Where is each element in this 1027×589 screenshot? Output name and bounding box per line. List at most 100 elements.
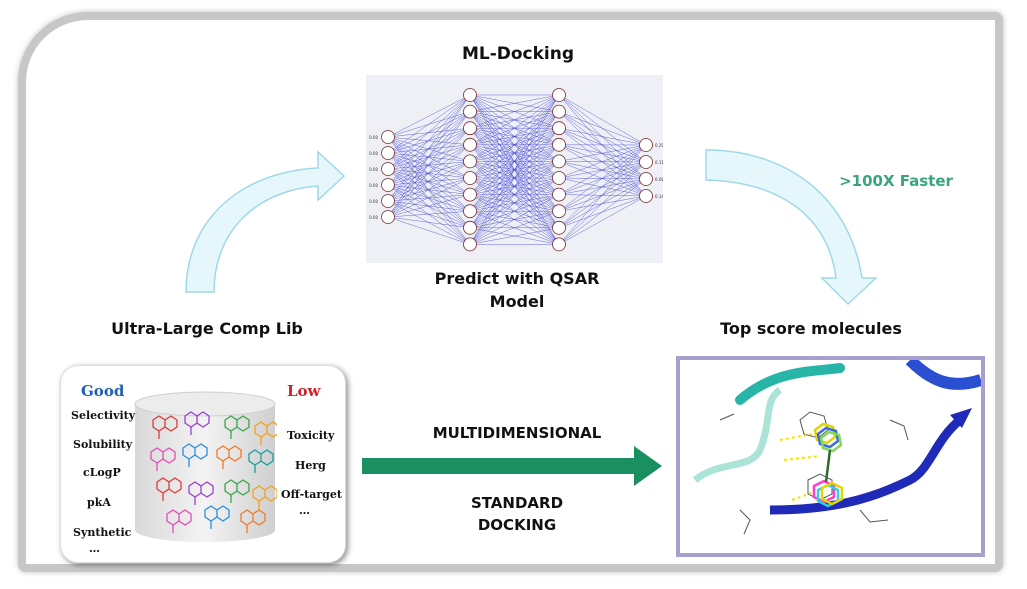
nn-node: [463, 220, 477, 235]
nn-edge: [469, 210, 560, 245]
nn-edge: [387, 216, 471, 229]
nn-edge: [387, 152, 471, 195]
good-item: Selectivity: [71, 409, 136, 422]
multidimensional-label: MULTIDIMENSIONAL: [432, 424, 602, 442]
good-item: cLogP: [83, 466, 121, 479]
neural-network-diagram: 0.000.000.000.000.000.000.290.110.080.14: [369, 88, 663, 252]
nn-edge: [387, 152, 471, 179]
nn-edge: [469, 94, 560, 146]
nn-edge: [469, 94, 560, 245]
nn-node: [463, 88, 477, 102]
molecule-sketch: [254, 421, 277, 445]
nn-edge: [387, 168, 471, 179]
nn-edge: [387, 177, 471, 186]
nn-edge: [558, 111, 647, 146]
molecule-cylinder: [134, 391, 277, 542]
nn-edge: [387, 200, 471, 245]
good-item: Synthetic: [73, 526, 132, 539]
nn-edge: [387, 161, 471, 170]
nn-edge: [469, 94, 560, 195]
top-score-label: Top score molecules: [720, 319, 902, 338]
good-item: pkA: [87, 496, 111, 509]
nn-node: [639, 155, 653, 169]
good-title: Good: [81, 382, 125, 400]
low-item: …: [299, 504, 310, 517]
left-curved-arrow: [185, 150, 346, 293]
nn-edge: [558, 144, 647, 228]
nn-node: [381, 194, 395, 208]
nn-edge: [387, 200, 471, 229]
nn-edge: [469, 128, 560, 245]
nn-edge: [387, 152, 471, 212]
standard-docking-line2: DOCKING: [477, 516, 557, 534]
nn-edge: [387, 94, 471, 138]
nn-edge: [387, 152, 471, 162]
nn-node: [381, 130, 395, 144]
nn-edge: [387, 194, 471, 202]
nn-node: [639, 138, 653, 152]
molecule-sketch: [252, 485, 277, 509]
nn-edge: [387, 94, 471, 154]
nn-node: [552, 104, 566, 119]
nn-input-value: 0.00: [369, 215, 378, 220]
molecule-sketch: [182, 443, 208, 467]
nn-node: [552, 237, 566, 252]
compound-library-card: Good Selectivity Solubility cLogP pkA Sy…: [60, 365, 346, 563]
nn-edge: [558, 195, 647, 245]
nn-edge: [387, 184, 471, 212]
predict-label-line2: Model: [489, 292, 545, 311]
nn-edge: [387, 184, 471, 195]
molecule-sketch: [248, 449, 274, 473]
nn-edge: [558, 127, 647, 146]
nn-edge: [469, 227, 560, 245]
nn-node: [463, 104, 477, 119]
nn-edge: [387, 168, 471, 212]
nn-node: [552, 187, 566, 202]
nn-edge: [387, 152, 471, 228]
nn-output-value: 0.11: [655, 160, 663, 165]
standard-docking-line1: STANDARD: [470, 494, 564, 512]
nn-edge: [387, 94, 471, 202]
nn-node: [639, 172, 653, 186]
faster-label: >100X Faster: [839, 172, 953, 190]
molecule-sketch: [224, 415, 250, 439]
nn-edge: [469, 94, 560, 179]
nn-edge: [469, 94, 560, 129]
nn-edge: [387, 194, 471, 218]
nn-node: [463, 204, 477, 219]
molecule-sketch: [204, 505, 230, 529]
nn-node: [381, 162, 395, 176]
nn-node: [552, 137, 566, 152]
nn-node: [381, 178, 395, 192]
nn-node: [463, 187, 477, 202]
main-arrow: [362, 446, 662, 486]
low-item: Toxicity: [287, 429, 335, 442]
nn-edge: [558, 144, 647, 179]
molecule-sketch: [156, 477, 182, 501]
nn-edge: [387, 136, 471, 162]
nn-edge: [387, 168, 471, 245]
nn-output-value: 0.29: [655, 143, 663, 148]
nn-node: [463, 154, 477, 169]
nn-input-value: 0.00: [369, 183, 378, 188]
good-item: …: [89, 542, 100, 555]
molecule-sketch: [224, 479, 250, 503]
nn-edge: [387, 136, 471, 195]
nn-edge: [387, 168, 471, 229]
nn-node: [381, 210, 395, 224]
nn-node: [552, 220, 566, 235]
nn-node: [552, 121, 566, 136]
molecule-sketch: [166, 509, 192, 533]
nn-edge: [387, 177, 471, 218]
nn-edge: [387, 127, 471, 138]
nn-edge: [558, 144, 647, 195]
molecule-sketch: [240, 509, 266, 533]
nn-edge: [387, 144, 471, 218]
nn-input-value: 0.00: [369, 151, 378, 156]
nn-node: [552, 204, 566, 219]
nn-edge: [469, 94, 560, 228]
nn-edge: [387, 94, 471, 218]
nn-edge: [469, 177, 560, 245]
